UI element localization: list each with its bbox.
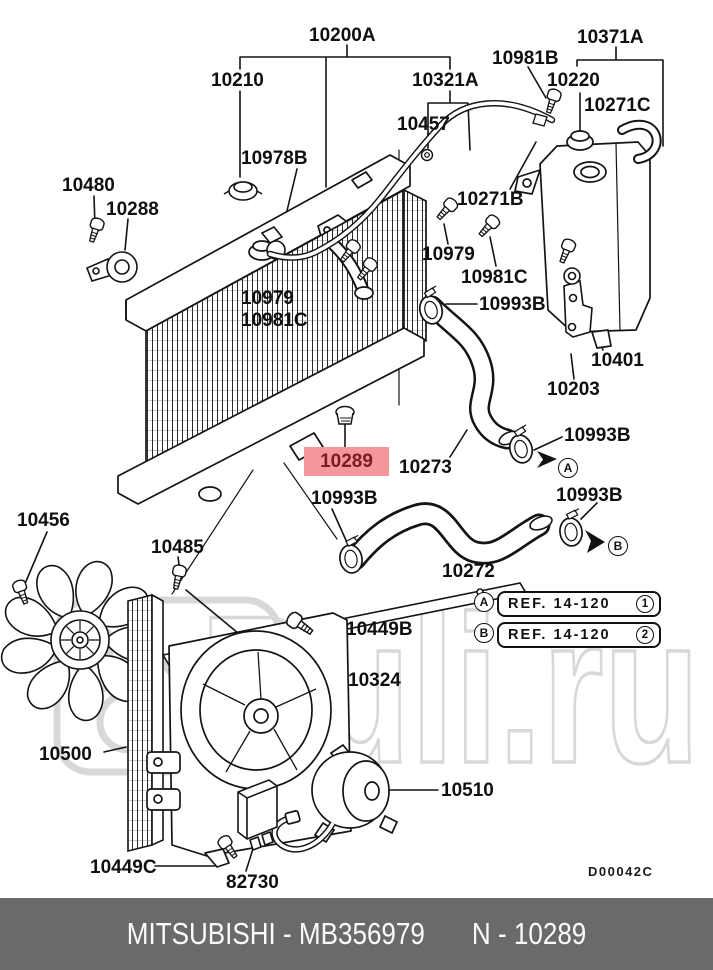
part-label-10978B: 10978B	[241, 148, 308, 169]
drawing-code: D00042C	[588, 864, 654, 879]
part-label-10203: 10203	[547, 379, 600, 400]
bolt-icon	[433, 195, 461, 224]
callout-arrow-b-icon	[585, 530, 605, 553]
part-label-10500: 10500	[39, 744, 92, 765]
fan-shroud-drawing	[146, 612, 352, 868]
part-label-10273: 10273	[399, 457, 452, 478]
part-label-10510: 10510	[441, 780, 494, 801]
parts-diagram-canvas	[0, 44, 664, 872]
bolt-icon	[475, 212, 503, 241]
part-label-10981C-right: 10981C	[461, 267, 528, 288]
part-label-10979-left: 10979	[241, 288, 294, 309]
part-label-10272: 10272	[442, 561, 495, 582]
ref-note-b: REF. 14-120 2	[497, 622, 661, 648]
part-label-10993B-top: 10993B	[479, 294, 546, 315]
highlighted-part-label: 10289	[304, 447, 389, 476]
part-label-10210: 10210	[211, 70, 264, 91]
relay-drawing	[237, 779, 278, 851]
part-label-10449C: 10449C	[90, 857, 157, 878]
part-label-10271C: 10271C	[584, 95, 651, 116]
ref-note-b-number: 2	[636, 626, 654, 644]
part-label-10401: 10401	[591, 350, 644, 371]
callout-arrow-a-icon	[537, 451, 557, 468]
callout-marker-b: B	[608, 536, 628, 556]
part-label-10993B-a: 10993B	[564, 425, 631, 446]
hose-clamp-icon	[556, 507, 585, 549]
ref-note-a-number: 1	[636, 595, 654, 613]
ref-note-a: REF. 14-120 1	[497, 591, 661, 617]
part-label-82730: 82730	[226, 872, 279, 893]
footer-bar: MITSUBISHI - MB356979 N - 10289	[0, 898, 713, 970]
part-label-10271B: 10271B	[457, 189, 524, 210]
ref-note-b-text: REF. 14-120	[508, 627, 611, 643]
part-label-10485: 10485	[151, 537, 204, 558]
callout-marker-a: A	[558, 458, 578, 478]
footer-brand-part: MITSUBISHI - MB356979	[126, 916, 425, 951]
tank-bracket-drawing	[563, 267, 593, 338]
ref-marker-a: A	[474, 592, 494, 612]
part-label-10981C-left: 10981C	[241, 310, 308, 331]
part-label-10200A: 10200A	[309, 25, 376, 46]
part-label-10449B: 10449B	[346, 619, 413, 640]
drain-plug-drawing	[335, 405, 355, 425]
footer-catalog-number: N - 10289	[471, 916, 587, 951]
part-label-10993B-mid: 10993B	[311, 488, 378, 509]
part-label-10321A: 10321A	[412, 70, 479, 91]
bolt-icon	[168, 563, 188, 591]
radiator-drawing	[117, 154, 427, 505]
part-label-10981B: 10981B	[492, 48, 559, 69]
part-label-10371A: 10371A	[577, 27, 644, 48]
part-label-10220: 10220	[547, 70, 600, 91]
part-label-10456: 10456	[17, 510, 70, 531]
ref-marker-b: B	[474, 623, 494, 643]
bolt-icon	[84, 215, 106, 245]
ref-note-a-text: REF. 14-120	[508, 596, 611, 612]
part-label-10480: 10480	[62, 175, 115, 196]
part-label-10993B-b: 10993B	[556, 485, 623, 506]
hose-clip-icon	[532, 113, 548, 127]
part-label-10288: 10288	[106, 199, 159, 220]
overflow-hoses-drawing	[266, 100, 662, 261]
grommet-icon	[420, 148, 434, 162]
radiator-cap-drawing	[223, 181, 263, 201]
part-label-10457: 10457	[397, 114, 450, 135]
bolt-icon	[541, 86, 563, 116]
part-label-10979-right: 10979	[422, 244, 475, 265]
fan-motor-drawing	[271, 743, 399, 853]
part-label-10324: 10324	[348, 670, 401, 691]
